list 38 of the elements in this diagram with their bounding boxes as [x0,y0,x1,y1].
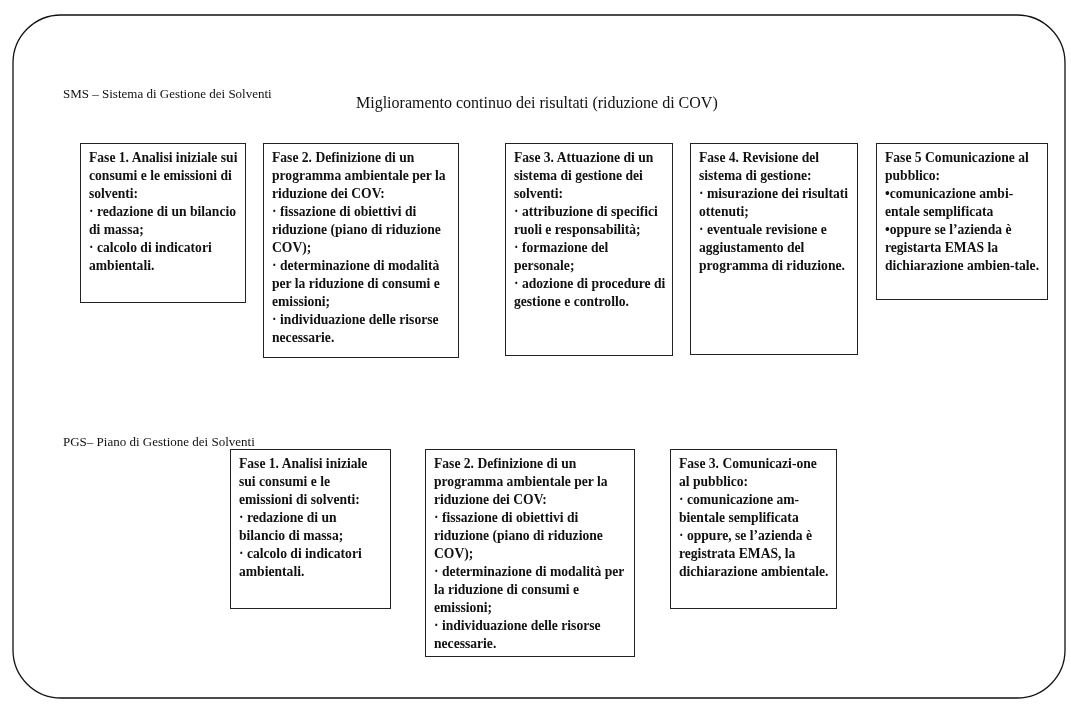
phase-text: Fase 2. Definizione di un programma ambientale per la riduzione dei COV: [434,455,609,509]
phase-text: · adozione di procedure di gestione e controllo. [514,275,666,311]
phase-text: Fase 3. Comunicazi-one al pubblico: [679,455,818,491]
phase-box [670,449,837,609]
phase-text: · calcolo di indicatori ambientali. [239,545,363,581]
phase-text: · determinazione di modalità per la riduzione di consumi e emissioni; [272,257,441,311]
phase-text: · formazione del personale; [514,239,610,275]
phase-text: Fase 1. Analisi iniziale sui consumi e le emissioni di solventi: [239,455,369,509]
section-title: PGS– Piano di Gestione dei Solventi [63,434,255,450]
phase-text: · fissazione di obiettivi di riduzione (piano di riduzione COV); [272,203,442,257]
phase-text: · redazione di un bilancio di massa; [89,203,238,239]
phase-text: · comunicazione am-bientale semplificata [679,491,801,527]
phase-text: · attribuzione di specifici ruoli e responsabilità; [514,203,659,239]
phase-text: · oppure, se l’azienda è registrata EMAS, la dichiarazione ambientale. [679,527,830,581]
diagram-heading: Miglioramento continuo dei risultati (riduzione di COV) [356,94,718,112]
phase-text: · determinazione di modalità per la riduzione di consumi e emissioni; [434,563,626,617]
phase-box [425,449,635,657]
phase-box [80,143,246,303]
phase-text: · calcolo di indicatori ambientali. [89,239,213,275]
phase-box [876,143,1048,300]
phase-text: Fase 5 Comunicazione al pubblico: [885,149,1030,185]
phase-box [263,143,459,358]
phase-box [690,143,858,355]
phase-text: · redazione di un bilancio di massa; [239,509,345,545]
section-title: SMS – Sistema di Gestione dei Solventi [63,86,272,102]
phase-box [230,449,391,609]
phase-text: · individuazione delle risorse necessarie. [272,311,440,347]
phase-box [505,143,673,356]
phase-text: · eventuale revisione e aggiustamento del programma di riduzione. [699,221,846,275]
phase-text: •comunicazione ambi-entale semplificata [885,185,1015,221]
phase-text: · misurazione dei risultati ottenuti; [699,185,850,221]
phase-text: · fissazione di obiettivi di riduzione (piano di riduzione COV); [434,509,604,563]
phase-text: Fase 1. Analisi iniziale sui consumi e le emissioni di solventi: [89,149,239,203]
phase-text: •oppure se l’azienda è registarta EMAS la dichiarazione ambien-tale. [885,221,1041,275]
phase-text: Fase 2. Definizione di un programma ambientale per la riduzione dei COV: [272,149,447,203]
phase-text: · individuazione delle risorse necessarie. [434,617,602,653]
phase-text: Fase 3. Attuazione di un sistema di gestione dei solventi: [514,149,655,203]
phase-text: Fase 4. Revisione del sistema di gestione: [699,149,821,185]
